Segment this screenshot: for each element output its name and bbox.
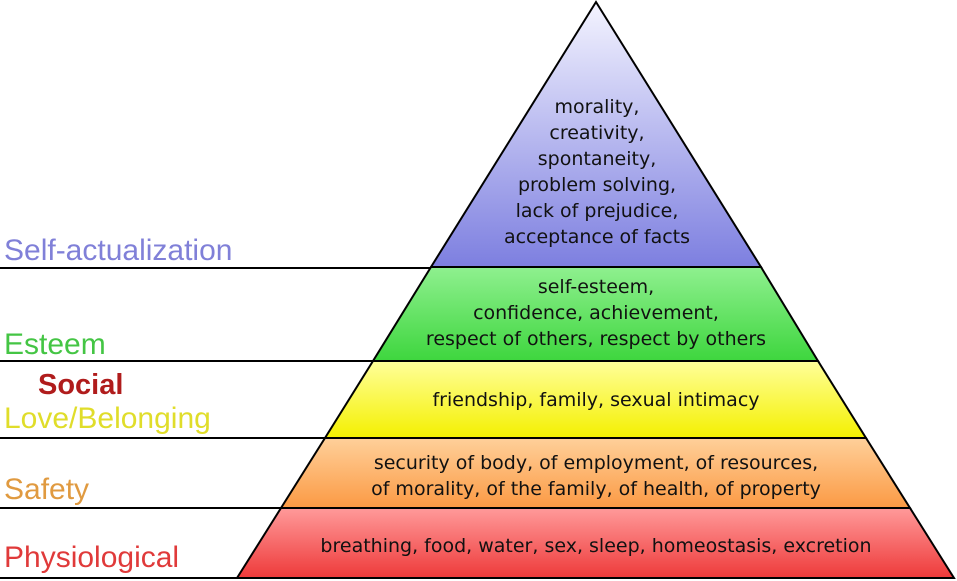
tier-item: problem solving,	[517, 174, 677, 196]
tier-item: security of body, of employment, of reso…	[373, 452, 819, 474]
tier-item: lack of prejudice,	[515, 200, 679, 222]
tier-item: acceptance of facts	[503, 226, 691, 248]
tier-item: spontaneity,	[537, 148, 657, 170]
tier-esteem-text: self-esteem, confidence, achievement, re…	[390, 274, 802, 352]
tier-item: breathing, food, water, sex, sleep, home…	[320, 535, 872, 557]
tier-item: creativity,	[549, 122, 645, 144]
tier-physiological-text: breathing, food, water, sex, sleep, home…	[262, 533, 930, 559]
label-esteem: Esteem	[4, 328, 106, 361]
tier-item: of morality, of the family, of health, o…	[371, 478, 821, 500]
label-self-actualization: Self-actualization	[4, 234, 233, 267]
label-physiological: Physiological	[4, 541, 180, 574]
label-safety: Safety	[4, 473, 90, 506]
tier-item: self-esteem,	[537, 276, 655, 298]
label-social: Social	[38, 369, 124, 401]
tier-item: morality,	[554, 96, 640, 118]
tier-physiological-shape	[235, 507, 956, 579]
tier-item: respect of others, respect by others	[425, 328, 767, 350]
tier-love-belonging-text: friendship, family, sexual intimacy	[380, 387, 812, 413]
tier-item: friendship, family, sexual intimacy	[432, 389, 760, 411]
label-love-belonging: Love/Belonging	[4, 402, 211, 435]
tier-safety-text: security of body, of employment, of reso…	[320, 450, 872, 502]
tier-item: confidence, achievement,	[473, 302, 719, 324]
tier-self-actualization-text: morality, creativity, spontaneity, probl…	[456, 94, 738, 250]
